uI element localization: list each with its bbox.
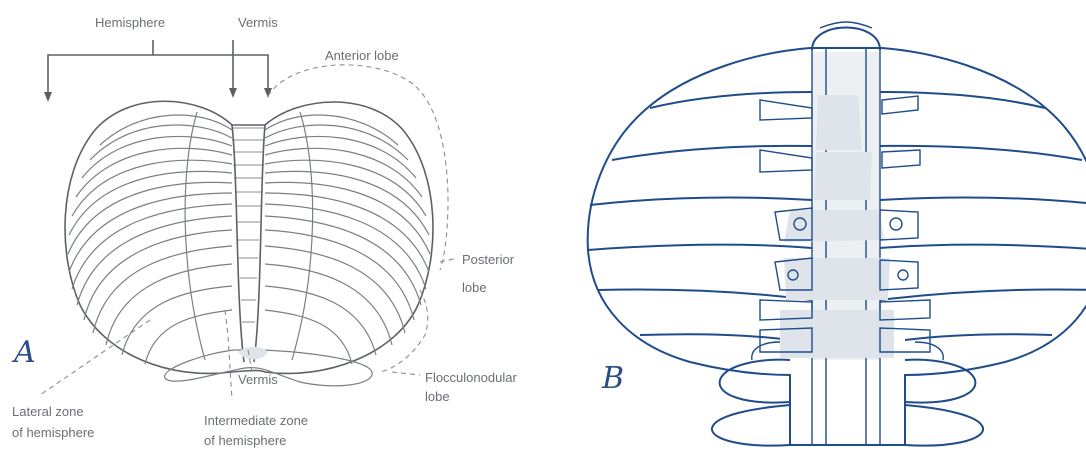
panel-letter-a: A bbox=[11, 335, 36, 370]
label-lateral-zone-1: Lateral zone bbox=[12, 404, 84, 419]
folia-left bbox=[68, 115, 232, 364]
label-hemisphere: Hemisphere bbox=[95, 15, 165, 30]
label-intermediate-zone-1: Intermediate zone bbox=[204, 413, 308, 428]
folia-right bbox=[265, 115, 430, 364]
label-intermediate-zone-2: of hemisphere bbox=[204, 433, 286, 448]
label-lateral-zone-2: of hemisphere bbox=[12, 425, 94, 440]
label-anterior-lobe: Anterior lobe bbox=[325, 48, 399, 63]
hemisphere-bracket bbox=[44, 40, 272, 102]
panel-letter-b: B bbox=[601, 361, 624, 396]
panel-a: Hemisphere Vermis Anterior lobe Posterio… bbox=[11, 15, 517, 448]
label-posterior-lobe-2: lobe bbox=[462, 280, 487, 295]
label-vermis-top: Vermis bbox=[238, 15, 278, 30]
label-posterior-lobe-1: Posterior bbox=[462, 252, 515, 267]
panel-b: B bbox=[588, 22, 1086, 446]
label-vermis-bottom: Vermis bbox=[238, 372, 278, 387]
cerebellum-outline bbox=[65, 101, 433, 373]
label-flocculonodular-2: lobe bbox=[425, 389, 450, 404]
label-flocculonodular-1: Flocculonodular bbox=[425, 370, 517, 385]
